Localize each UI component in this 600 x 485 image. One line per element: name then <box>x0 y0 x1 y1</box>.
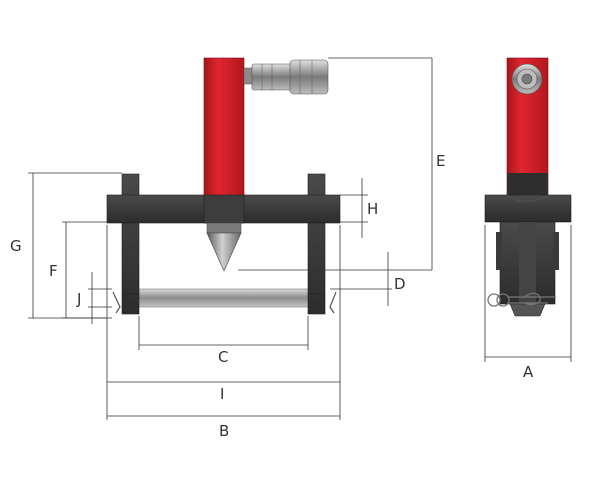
pin-icon <box>131 288 319 308</box>
label-g: G <box>10 237 22 255</box>
label-d: D <box>394 275 406 293</box>
label-i: I <box>220 385 224 403</box>
label-b: B <box>219 422 229 440</box>
dimension-labels: E H D G F J C I B A <box>10 152 534 440</box>
front-view <box>106 57 341 315</box>
spring-clip-icon <box>487 292 556 307</box>
label-h: H <box>367 200 378 218</box>
hydraulic-cylinder <box>203 57 245 197</box>
label-a: A <box>523 363 534 381</box>
label-f: F <box>49 262 58 280</box>
label-c: C <box>218 348 228 366</box>
label-j: J <box>76 290 81 308</box>
side-cross-beam <box>484 194 572 223</box>
dimension-lines <box>28 57 572 420</box>
cylinder-collar <box>203 194 245 224</box>
side-view <box>484 57 572 317</box>
label-e: E <box>436 152 445 170</box>
spring-clip-icon <box>112 291 337 314</box>
blade-icon <box>206 222 242 272</box>
hydraulic-coupler-icon <box>243 59 329 95</box>
coupler-end-icon <box>511 63 543 95</box>
